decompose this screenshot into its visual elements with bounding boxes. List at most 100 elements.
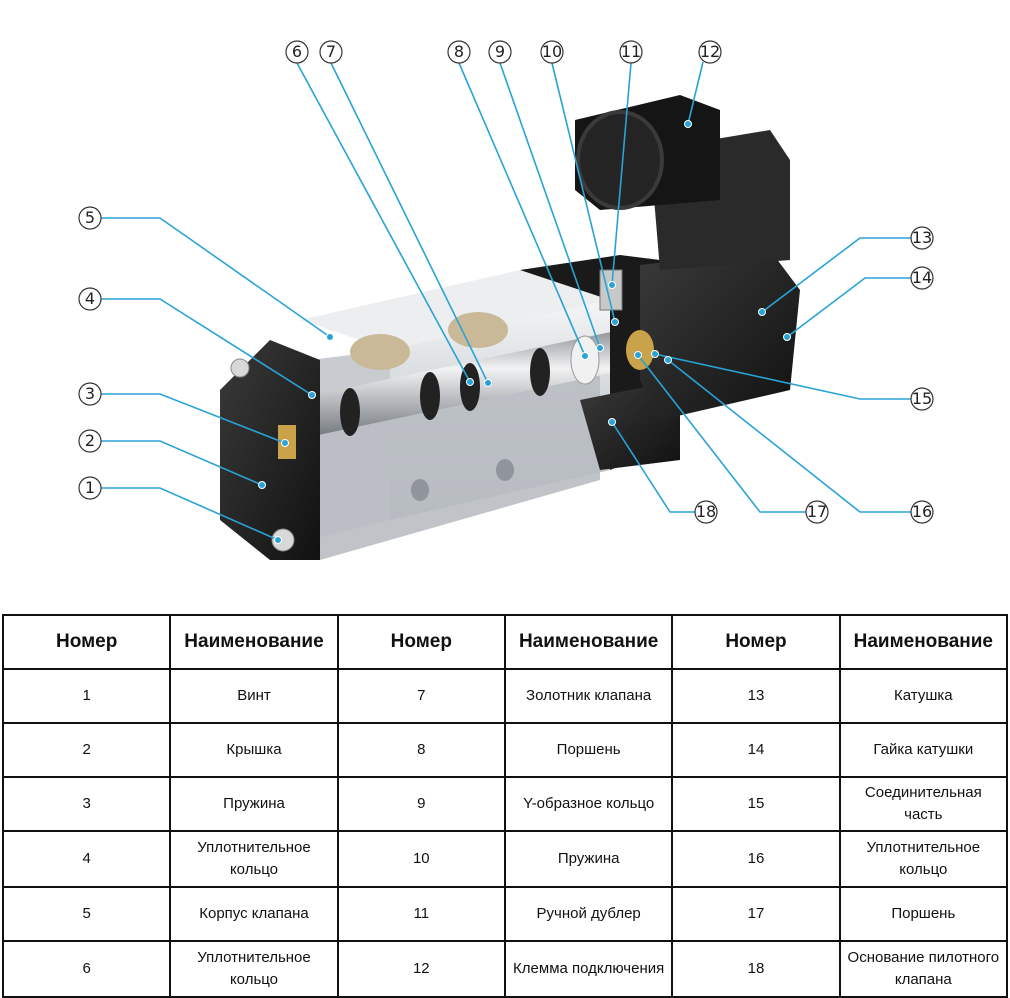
callout-number: 13 [912, 228, 932, 247]
leader-line [458, 62, 586, 357]
leader-line [667, 359, 911, 513]
header-number: Номер [671, 614, 841, 670]
leader-line [296, 62, 471, 383]
callout-number: 16 [912, 502, 932, 521]
callout-circle [910, 226, 934, 250]
cell-name: Ручной дублер [503, 886, 674, 942]
callout-7: 7 [319, 40, 343, 64]
table-row: 2 Крышка 8 Поршень 14 Гайка катушки [1, 722, 1009, 778]
callout-number: 18 [696, 502, 716, 521]
cell-name: Основание пилотного клапана [838, 940, 1009, 998]
table-row: 5 Корпус клапана 11 Ручной дублер 17 Пор… [1, 886, 1009, 942]
cell-name: Гайка катушки [838, 722, 1009, 778]
leader-dot [581, 352, 589, 360]
end-cap [220, 340, 320, 560]
leader-dot [664, 356, 672, 364]
callout-5: 5 [78, 206, 102, 230]
leader-dot [651, 350, 659, 358]
callout-number: 11 [621, 42, 641, 61]
callout-circle [805, 500, 829, 524]
callout-number: 14 [912, 268, 932, 287]
cell-name: Катушка [838, 668, 1009, 724]
cell-number: 13 [671, 668, 841, 724]
leader-dot [684, 120, 692, 128]
callout-circle [910, 266, 934, 290]
callout-14: 14 [910, 266, 934, 290]
leader-dot [466, 378, 474, 386]
callout-number: 12 [700, 42, 720, 61]
cell-name: Пружина [503, 830, 674, 888]
callout-circle [78, 476, 102, 500]
callout-number: 2 [85, 431, 95, 450]
callout-15: 15 [910, 387, 934, 411]
callout-number: 1 [85, 478, 95, 497]
leader-line [499, 62, 601, 349]
callout-number: 6 [292, 42, 302, 61]
table-row: 1 Винт 7 Золотник клапана 13 Катушка [1, 668, 1009, 724]
cell-name: Корпус клапана [169, 886, 339, 942]
valve-spool [290, 330, 625, 440]
cell-name: Соединительная часть [838, 776, 1009, 832]
cell-name: Клемма подключения [503, 940, 674, 998]
cell-name: Уплотнительное кольцо [169, 830, 339, 888]
cell-number: 10 [336, 830, 506, 888]
callout-circle [447, 40, 471, 64]
cell-number: 16 [671, 830, 841, 888]
callout-circle [78, 429, 102, 453]
leader-dot [611, 318, 619, 326]
callout-circle [78, 382, 102, 406]
callout-9: 9 [488, 40, 512, 64]
leader-lines [101, 61, 911, 544]
callout-circle [694, 500, 718, 524]
callout-1: 1 [78, 476, 102, 500]
leader-dot [634, 351, 642, 359]
callout-10: 10 [540, 40, 564, 64]
callout-4: 4 [78, 287, 102, 311]
callout-number: 7 [326, 42, 336, 61]
callout-circle [619, 40, 643, 64]
callout-number: 4 [85, 289, 95, 308]
table-row: 6 Уплотнительное кольцо 12 Клемма подклю… [1, 940, 1009, 998]
callout-2: 2 [78, 429, 102, 453]
leader-dot [608, 418, 616, 426]
cell-number: 12 [336, 940, 506, 998]
leader-dot [281, 439, 289, 447]
header-name: Наименование [838, 614, 1009, 670]
callout-circle [698, 40, 722, 64]
callout-18: 18 [694, 500, 718, 524]
cell-name: Уплотнительное кольцо [169, 940, 339, 998]
cell-number: 7 [336, 668, 506, 724]
leader-line [101, 217, 331, 338]
cell-name: Поршень [838, 886, 1009, 942]
callout-8: 8 [447, 40, 471, 64]
cell-number: 3 [1, 776, 172, 832]
leader-line [101, 298, 313, 396]
leader-line [551, 62, 616, 323]
cell-number: 8 [336, 722, 506, 778]
cell-number: 15 [671, 776, 841, 832]
leader-dot [596, 344, 604, 352]
table-header-row: Номер Наименование Номер Наименование Но… [1, 614, 1009, 670]
pilot-section [520, 95, 800, 470]
cell-name: Y-образное кольцо [503, 776, 674, 832]
cell-number: 11 [336, 886, 506, 942]
header-name: Наименование [169, 614, 339, 670]
callout-number: 15 [912, 389, 932, 408]
leader-line [611, 62, 632, 286]
leader-dot [758, 308, 766, 316]
leader-dot [308, 391, 316, 399]
leader-line [101, 393, 286, 444]
leader-dot [326, 333, 334, 341]
cell-number: 9 [336, 776, 506, 832]
callout-circle [285, 40, 309, 64]
cell-number: 14 [671, 722, 841, 778]
leader-line [654, 353, 911, 400]
cell-number: 17 [671, 886, 841, 942]
leader-dot [608, 281, 616, 289]
cell-name: Винт [169, 668, 339, 724]
leader-dot [274, 536, 282, 544]
cell-name: Уплотнительное кольцо [838, 830, 1009, 888]
callout-16: 16 [910, 500, 934, 524]
callout-circle [540, 40, 564, 64]
cell-name: Поршень [503, 722, 674, 778]
